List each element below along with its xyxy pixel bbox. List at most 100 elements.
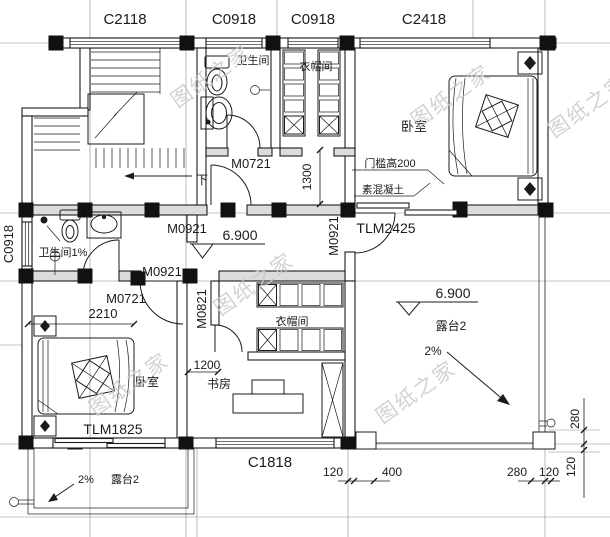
label-slope-right: 2% <box>424 344 442 358</box>
drain-left <box>9 497 34 507</box>
label-room-cloakroom-mid: 衣帽间 <box>276 314 309 328</box>
dim-text-1300: 1300 <box>300 163 314 190</box>
toilet-icon <box>204 55 230 96</box>
label-room-terrace-left: 露台2 <box>111 472 139 486</box>
door-m0721-bath-left <box>82 239 120 277</box>
dim-text-120a: 120 <box>323 465 343 479</box>
label-room-bedroom-top: 卧室 <box>401 119 427 134</box>
floor-drain-icon <box>250 85 270 95</box>
label-room-study: 书房 <box>207 376 231 391</box>
dim-text-120v: 120 <box>564 457 578 477</box>
label-window-c1818: C1818 <box>248 454 292 471</box>
label-threshold: 门槛高200 <box>364 156 415 170</box>
shower-drain-icon <box>49 250 61 275</box>
label-door-m0921-terrace: M0921 <box>326 216 341 256</box>
label-room-bathroom-top: 卫生间 <box>237 53 270 67</box>
label-window-c0918a: C0918 <box>212 11 256 28</box>
window-c2118-symbol <box>69 37 181 49</box>
sink-icon <box>200 96 233 130</box>
label-room-terrace-right: 露台2 <box>436 318 467 333</box>
label-door-m0721-top: M0721 <box>231 156 271 171</box>
label-door-m0921-hall: M0921 <box>167 221 207 236</box>
bath-left-leader <box>46 225 61 242</box>
label-slope-left: 2% <box>78 474 94 486</box>
dim-text-2210: 2210 <box>89 306 118 321</box>
window-c0918a-symbol <box>205 37 263 49</box>
elevation-hall-marker <box>190 243 265 259</box>
label-window-c2118: C2118 <box>103 11 146 28</box>
door-m0921-bedroom <box>139 280 184 325</box>
label-elevation-terrace: 6.900 <box>435 285 470 301</box>
study-desk <box>232 379 304 414</box>
dim-bottom-right <box>518 477 560 485</box>
label-room-cloakroom-top: 衣帽间 <box>300 59 333 73</box>
walls <box>21 37 557 449</box>
door-bath-top <box>226 114 261 149</box>
slope-arrow-left <box>48 483 75 502</box>
wardrobe-mid-row-bottom <box>256 327 344 353</box>
label-window-c0918b: C0918 <box>291 11 335 28</box>
door-m0921-terrace <box>354 212 396 254</box>
label-window-c0918-left: C0918 <box>1 225 16 263</box>
bed-top-right <box>448 51 543 201</box>
stairs <box>34 48 192 180</box>
furniture <box>33 49 543 438</box>
dim-right-vertical <box>580 398 588 498</box>
bathroom-top-fixtures <box>200 55 270 130</box>
label-room-bedroom-left: 卧室 <box>135 374 159 389</box>
wardrobe-top-left-cabinet <box>282 49 306 137</box>
toilet-icon <box>59 209 81 243</box>
window-c2418-symbol <box>359 37 491 49</box>
wardrobe-mid-row-top <box>256 282 344 308</box>
label-stair-down: 下 <box>196 173 208 187</box>
drain-right <box>539 418 556 428</box>
label-room-bathroom-left: 卫生间1% <box>39 245 88 259</box>
label-concrete: 素混凝土 <box>362 183 404 196</box>
window-c0918-left-symbol <box>21 221 33 267</box>
bathroom-left-fixtures <box>40 209 122 275</box>
wardrobe-top-right-cabinet <box>317 49 341 137</box>
label-window-c2418: C2418 <box>402 11 446 28</box>
label-door-tlm2425: TLM2425 <box>356 220 415 236</box>
dim-text-1200: 1200 <box>194 358 221 372</box>
dim-bottom-left <box>338 477 390 485</box>
bed-bottom-left <box>33 315 135 437</box>
swing-doors <box>82 114 396 353</box>
watermark-text: 图纸之家 <box>407 61 496 133</box>
sliding-door-tlm2425 <box>356 202 458 216</box>
shaft <box>321 362 344 438</box>
watermark-text: 图纸之家 <box>544 71 610 143</box>
door-m0721-top <box>210 164 252 206</box>
elevation-terrace-marker <box>396 301 478 316</box>
sliding-door-tlm1825 <box>52 437 166 449</box>
watermark-text: 图纸之家 <box>85 349 174 421</box>
label-door-m0921-bedroom: M0921 <box>142 264 182 279</box>
slope-arrow-right <box>446 351 510 405</box>
watermark-text: 图纸之家 <box>167 41 256 113</box>
label-door-tlm1825: TLM1825 <box>83 421 142 437</box>
dim-2210 <box>24 320 138 328</box>
windows <box>21 37 491 449</box>
stair-down-arrow <box>124 172 192 180</box>
dimension-lines <box>24 146 588 498</box>
window-c0918b-symbol <box>287 37 339 49</box>
dim-text-280a: 280 <box>507 465 527 479</box>
window-c1818-symbol <box>215 437 335 449</box>
columns <box>18 35 556 450</box>
dim-1300 <box>316 146 324 208</box>
door-m0821-corridor <box>214 324 243 353</box>
sliding-doors <box>52 202 458 449</box>
terrace-parapets <box>9 215 556 515</box>
dim-text-120b: 120 <box>539 465 559 479</box>
label-elevation-hall: 6.900 <box>222 227 257 243</box>
concrete-leader <box>354 182 431 197</box>
threshold-leader <box>352 169 445 185</box>
label-door-m0821: M0821 <box>194 289 209 329</box>
dim-text-280v: 280 <box>568 409 582 429</box>
elevation-markers <box>46 169 510 502</box>
labels: C2118 C0918 C0918 C2418 C0918 C1818 M072… <box>1 11 582 486</box>
dim-text-400: 400 <box>382 465 402 479</box>
label-door-m0721-bath: M0721 <box>106 291 146 306</box>
